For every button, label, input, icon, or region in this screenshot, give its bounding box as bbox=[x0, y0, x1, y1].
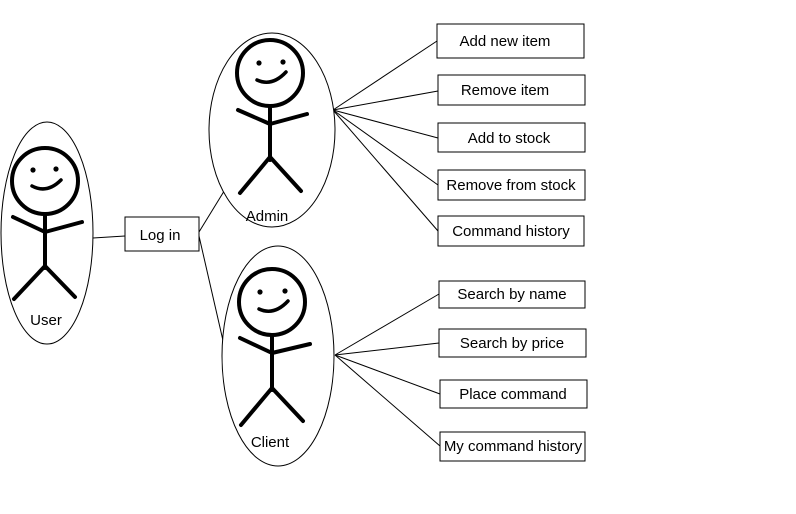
connector-client-action bbox=[334, 354, 441, 447]
use-case-box bbox=[437, 215, 585, 247]
connector-user-login bbox=[92, 235, 126, 239]
use-case-box bbox=[438, 280, 586, 309]
connector-client-action bbox=[334, 342, 440, 356]
actor-client-label: Client bbox=[251, 434, 290, 451]
connector-admin-action bbox=[332, 90, 439, 111]
login-box-rect bbox=[124, 216, 200, 252]
use-case-label: Add new item bbox=[460, 33, 551, 50]
actor-user-label: User bbox=[30, 312, 62, 329]
client-use-cases: Search by name Search by price Place com… bbox=[438, 280, 588, 462]
admin-use-cases: Add new item Remove item Add to stock Re… bbox=[436, 23, 586, 247]
actor-admin: Admin bbox=[208, 32, 336, 228]
stick-figure-icon bbox=[10, 146, 84, 301]
eye-right bbox=[282, 288, 288, 294]
use-case-box bbox=[438, 328, 587, 358]
use-case-box bbox=[436, 23, 585, 59]
use-case-label: Remove from stock bbox=[446, 177, 576, 194]
connector-client-action bbox=[334, 354, 441, 395]
connector-login-admin bbox=[198, 187, 227, 233]
use-case-label: Add to stock bbox=[468, 130, 551, 147]
use-case-box bbox=[437, 74, 586, 106]
use-case-label: Search by price bbox=[460, 335, 564, 352]
stick-figure-icon bbox=[237, 267, 312, 427]
use-case-label: Command history bbox=[452, 223, 570, 240]
login-box-label: Log in bbox=[140, 227, 181, 244]
eye-right bbox=[53, 166, 59, 172]
eye-right bbox=[280, 59, 286, 65]
connector-admin-action bbox=[332, 109, 439, 232]
connectors bbox=[92, 40, 441, 447]
use-case-box bbox=[437, 122, 586, 153]
actor-client: Client bbox=[221, 245, 335, 467]
actor-client-ellipse bbox=[221, 245, 335, 467]
login-box: Log in bbox=[124, 216, 200, 252]
use-case-box bbox=[439, 431, 586, 462]
use-case-box bbox=[439, 379, 588, 409]
connector-admin-action bbox=[332, 40, 438, 111]
eye-left bbox=[30, 167, 36, 173]
eye-left bbox=[257, 289, 263, 295]
connector-admin-action bbox=[332, 109, 439, 186]
stick-figure-icon bbox=[235, 38, 309, 195]
connector-login-client bbox=[198, 235, 225, 346]
use-case-label: Place command bbox=[459, 386, 567, 403]
actor-admin-label: Admin bbox=[246, 208, 289, 225]
use-case-box bbox=[437, 169, 586, 201]
connector-client-action bbox=[334, 293, 440, 356]
connector-admin-action bbox=[332, 109, 439, 139]
use-case-label: My command history bbox=[444, 438, 583, 455]
actor-user: User bbox=[0, 121, 94, 345]
use-case-label: Search by name bbox=[457, 286, 566, 303]
use-case-label: Remove item bbox=[461, 82, 549, 99]
eye-left bbox=[256, 60, 262, 66]
